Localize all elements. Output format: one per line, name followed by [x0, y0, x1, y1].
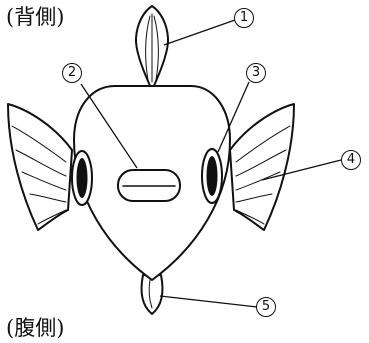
ventral-side-label: (腹側): [6, 318, 64, 339]
leader-line-5: [160, 296, 257, 307]
callout-4: 4: [341, 150, 361, 170]
callout-1: 1: [234, 8, 254, 28]
callout-5: 5: [256, 297, 276, 317]
mouth-icon: [118, 170, 180, 201]
dorsal-fin-icon: [136, 6, 168, 90]
leader-line-1: [164, 20, 235, 45]
left-pectoral-fin-icon: [8, 104, 72, 230]
dorsal-side-label: (背側): [6, 7, 64, 28]
callout-2: 2: [62, 63, 82, 83]
right-pectoral-fin-icon: [230, 104, 294, 230]
right-eye-icon: [202, 149, 222, 203]
callout-3: 3: [246, 63, 266, 83]
left-eye-icon: [72, 151, 92, 205]
